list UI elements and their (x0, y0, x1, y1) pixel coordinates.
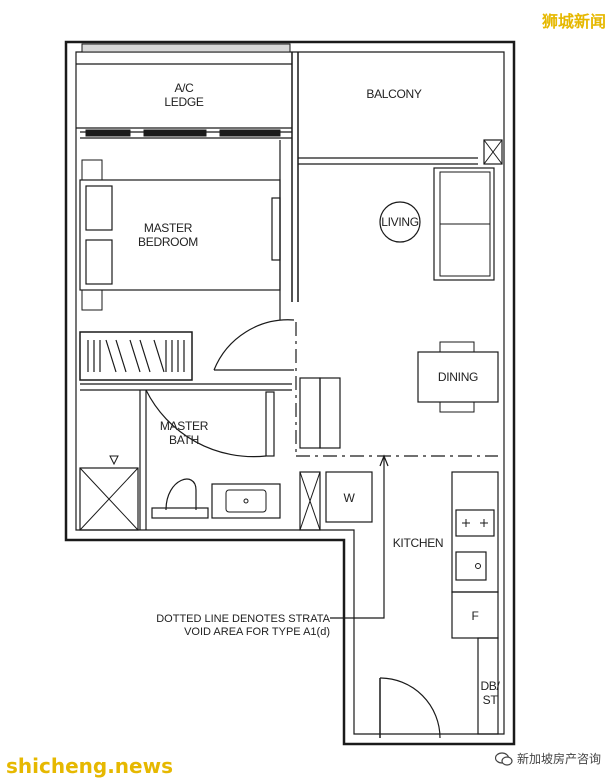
sink-drain (475, 563, 481, 569)
label-line: W (343, 491, 355, 505)
sink (455, 551, 487, 581)
bed-pillow-2 (85, 239, 113, 285)
balcony-door (298, 157, 478, 165)
kitchen-counter (451, 471, 499, 593)
vanity-basin (225, 489, 267, 513)
ac-ledge-wall (76, 63, 292, 129)
room-label-washer: W (343, 491, 355, 505)
label-line: KITCHEN (393, 536, 444, 550)
bedroom-window-1 (85, 129, 131, 137)
label-line: A/C (174, 81, 194, 95)
bedroom-window-2 (143, 129, 207, 137)
dining-chair-bottom (439, 401, 475, 413)
wechat-icon (494, 751, 513, 766)
room-label-db-st: DB/ST (480, 679, 500, 707)
fridge-box (451, 591, 499, 639)
kitchen-divider (299, 471, 321, 531)
entrance-door-swing (379, 677, 441, 739)
kitchen-divider-cross (299, 471, 321, 531)
cabinet-panel (319, 377, 341, 449)
vanity-tap (243, 498, 249, 504)
balcony-service-box-cross (483, 139, 503, 165)
label-line: LIVING (381, 215, 419, 229)
shower-drain-marker (109, 455, 119, 466)
shower (79, 467, 139, 531)
watermark-bottom-left: shicheng.news (6, 754, 173, 778)
bath-door-swing (145, 389, 267, 458)
note-leader (330, 458, 385, 619)
label-line: MASTER (144, 221, 193, 235)
room-label-dining: DINING (438, 370, 478, 384)
label-line: MASTER (160, 419, 209, 433)
ledge-hatch (81, 43, 291, 53)
wardrobe (79, 331, 193, 381)
tv-console (271, 197, 281, 261)
side-table-top (81, 159, 103, 181)
dining-chair-top (439, 341, 475, 353)
watermark-top-right: 狮城新闻 (541, 12, 606, 31)
strata-void-line (295, 322, 498, 457)
watermark-bottom-right: 新加坡房产咨询 (491, 749, 604, 768)
room-label-balcony: BALCONY (366, 87, 422, 101)
toilet (165, 478, 197, 511)
db-st-box (477, 637, 499, 735)
label-line: ST (483, 693, 499, 707)
label-line: BEDROOM (138, 235, 198, 249)
ledge-balcony-wall (291, 52, 299, 302)
room-label-kitchen: KITCHEN (393, 536, 444, 550)
label-line: DB/ (480, 679, 500, 693)
bath-top-wall (80, 383, 292, 391)
room-label-living: LIVING (381, 215, 419, 229)
label-line: BALCONY (366, 87, 422, 101)
wardrobe-hangers (87, 339, 185, 373)
label-line: VOID AREA FOR TYPE A1(d) (184, 626, 330, 638)
side-table-bottom (81, 289, 103, 311)
tall-cabinet (299, 377, 321, 449)
label-line: DOTTED LINE DENOTES STRATA (156, 613, 330, 625)
label-line: LEDGE (164, 95, 203, 109)
vanity (211, 483, 281, 519)
shower-cross (79, 467, 139, 531)
label-line: F (471, 609, 478, 623)
toilet-tank (151, 507, 209, 519)
bedroom-window-3 (219, 129, 281, 137)
hob-burners (462, 519, 488, 527)
sofa (433, 167, 495, 281)
hob (455, 509, 495, 537)
bedroom-door-swing (213, 319, 295, 371)
note-arrow (379, 454, 389, 467)
bed-pillow-1 (85, 185, 113, 231)
bath-door-frame (265, 391, 275, 457)
sofa-seat (439, 171, 491, 277)
label-line: DINING (438, 370, 478, 384)
room-label-fridge: F (471, 609, 478, 623)
balcony-service-box (483, 139, 503, 165)
outer-wall (64, 40, 516, 746)
watermark-bottom-right-text: 新加坡房产咨询 (516, 752, 601, 766)
living-marker (379, 201, 421, 243)
label-line: BATH (169, 433, 199, 447)
washer-box (325, 471, 373, 523)
outer-wall-inner (75, 51, 505, 735)
